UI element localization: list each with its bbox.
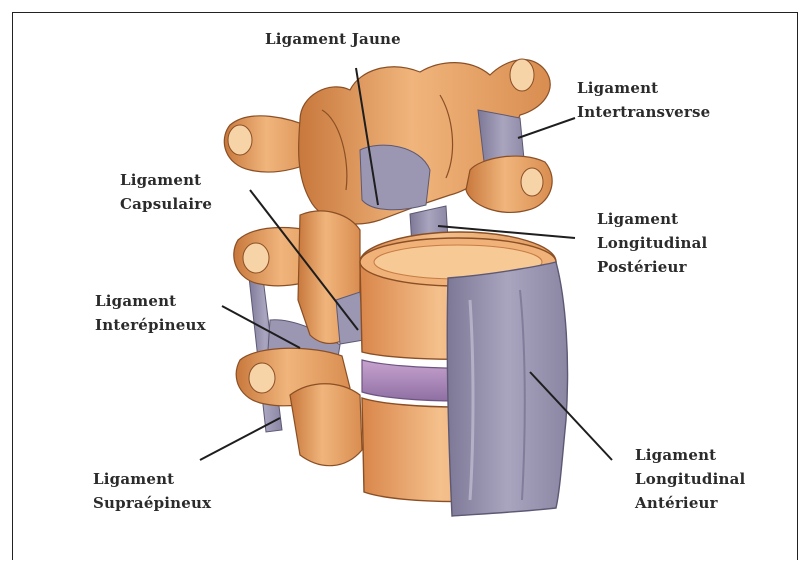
label-line: Antérieur <box>635 491 745 515</box>
label-line: Supraépineux <box>93 491 211 515</box>
label-ligament-longitudinal-posterieur: Ligament Longitudinal Postérieur <box>597 207 707 279</box>
label-line: Ligament <box>597 207 707 231</box>
label-line: Longitudinal <box>597 231 707 255</box>
label-line: Interépineux <box>95 313 206 337</box>
label-line: Ligament <box>120 168 212 192</box>
label-line: Ligament Jaune <box>265 27 401 51</box>
label-line: Ligament <box>577 76 710 100</box>
label-line: Ligament <box>635 443 745 467</box>
label-line: Ligament <box>93 467 211 491</box>
label-ligament-supraepineux: Ligament Supraépineux <box>93 467 211 515</box>
label-line: Intertransverse <box>577 100 710 124</box>
label-line: Capsulaire <box>120 192 212 216</box>
label-ligament-jaune: Ligament Jaune <box>265 27 401 51</box>
label-ligament-longitudinal-anterieur: Ligament Longitudinal Antérieur <box>635 443 745 515</box>
label-ligament-interepineux: Ligament Interépineux <box>95 289 206 337</box>
anterior-longitudinal-ligament <box>447 262 567 516</box>
label-line: Longitudinal <box>635 467 745 491</box>
label-ligament-intertransverse: Ligament Intertransverse <box>577 76 710 124</box>
label-line: Ligament <box>95 289 206 313</box>
label-ligament-capsulaire: Ligament Capsulaire <box>120 168 212 216</box>
label-line: Postérieur <box>597 255 707 279</box>
